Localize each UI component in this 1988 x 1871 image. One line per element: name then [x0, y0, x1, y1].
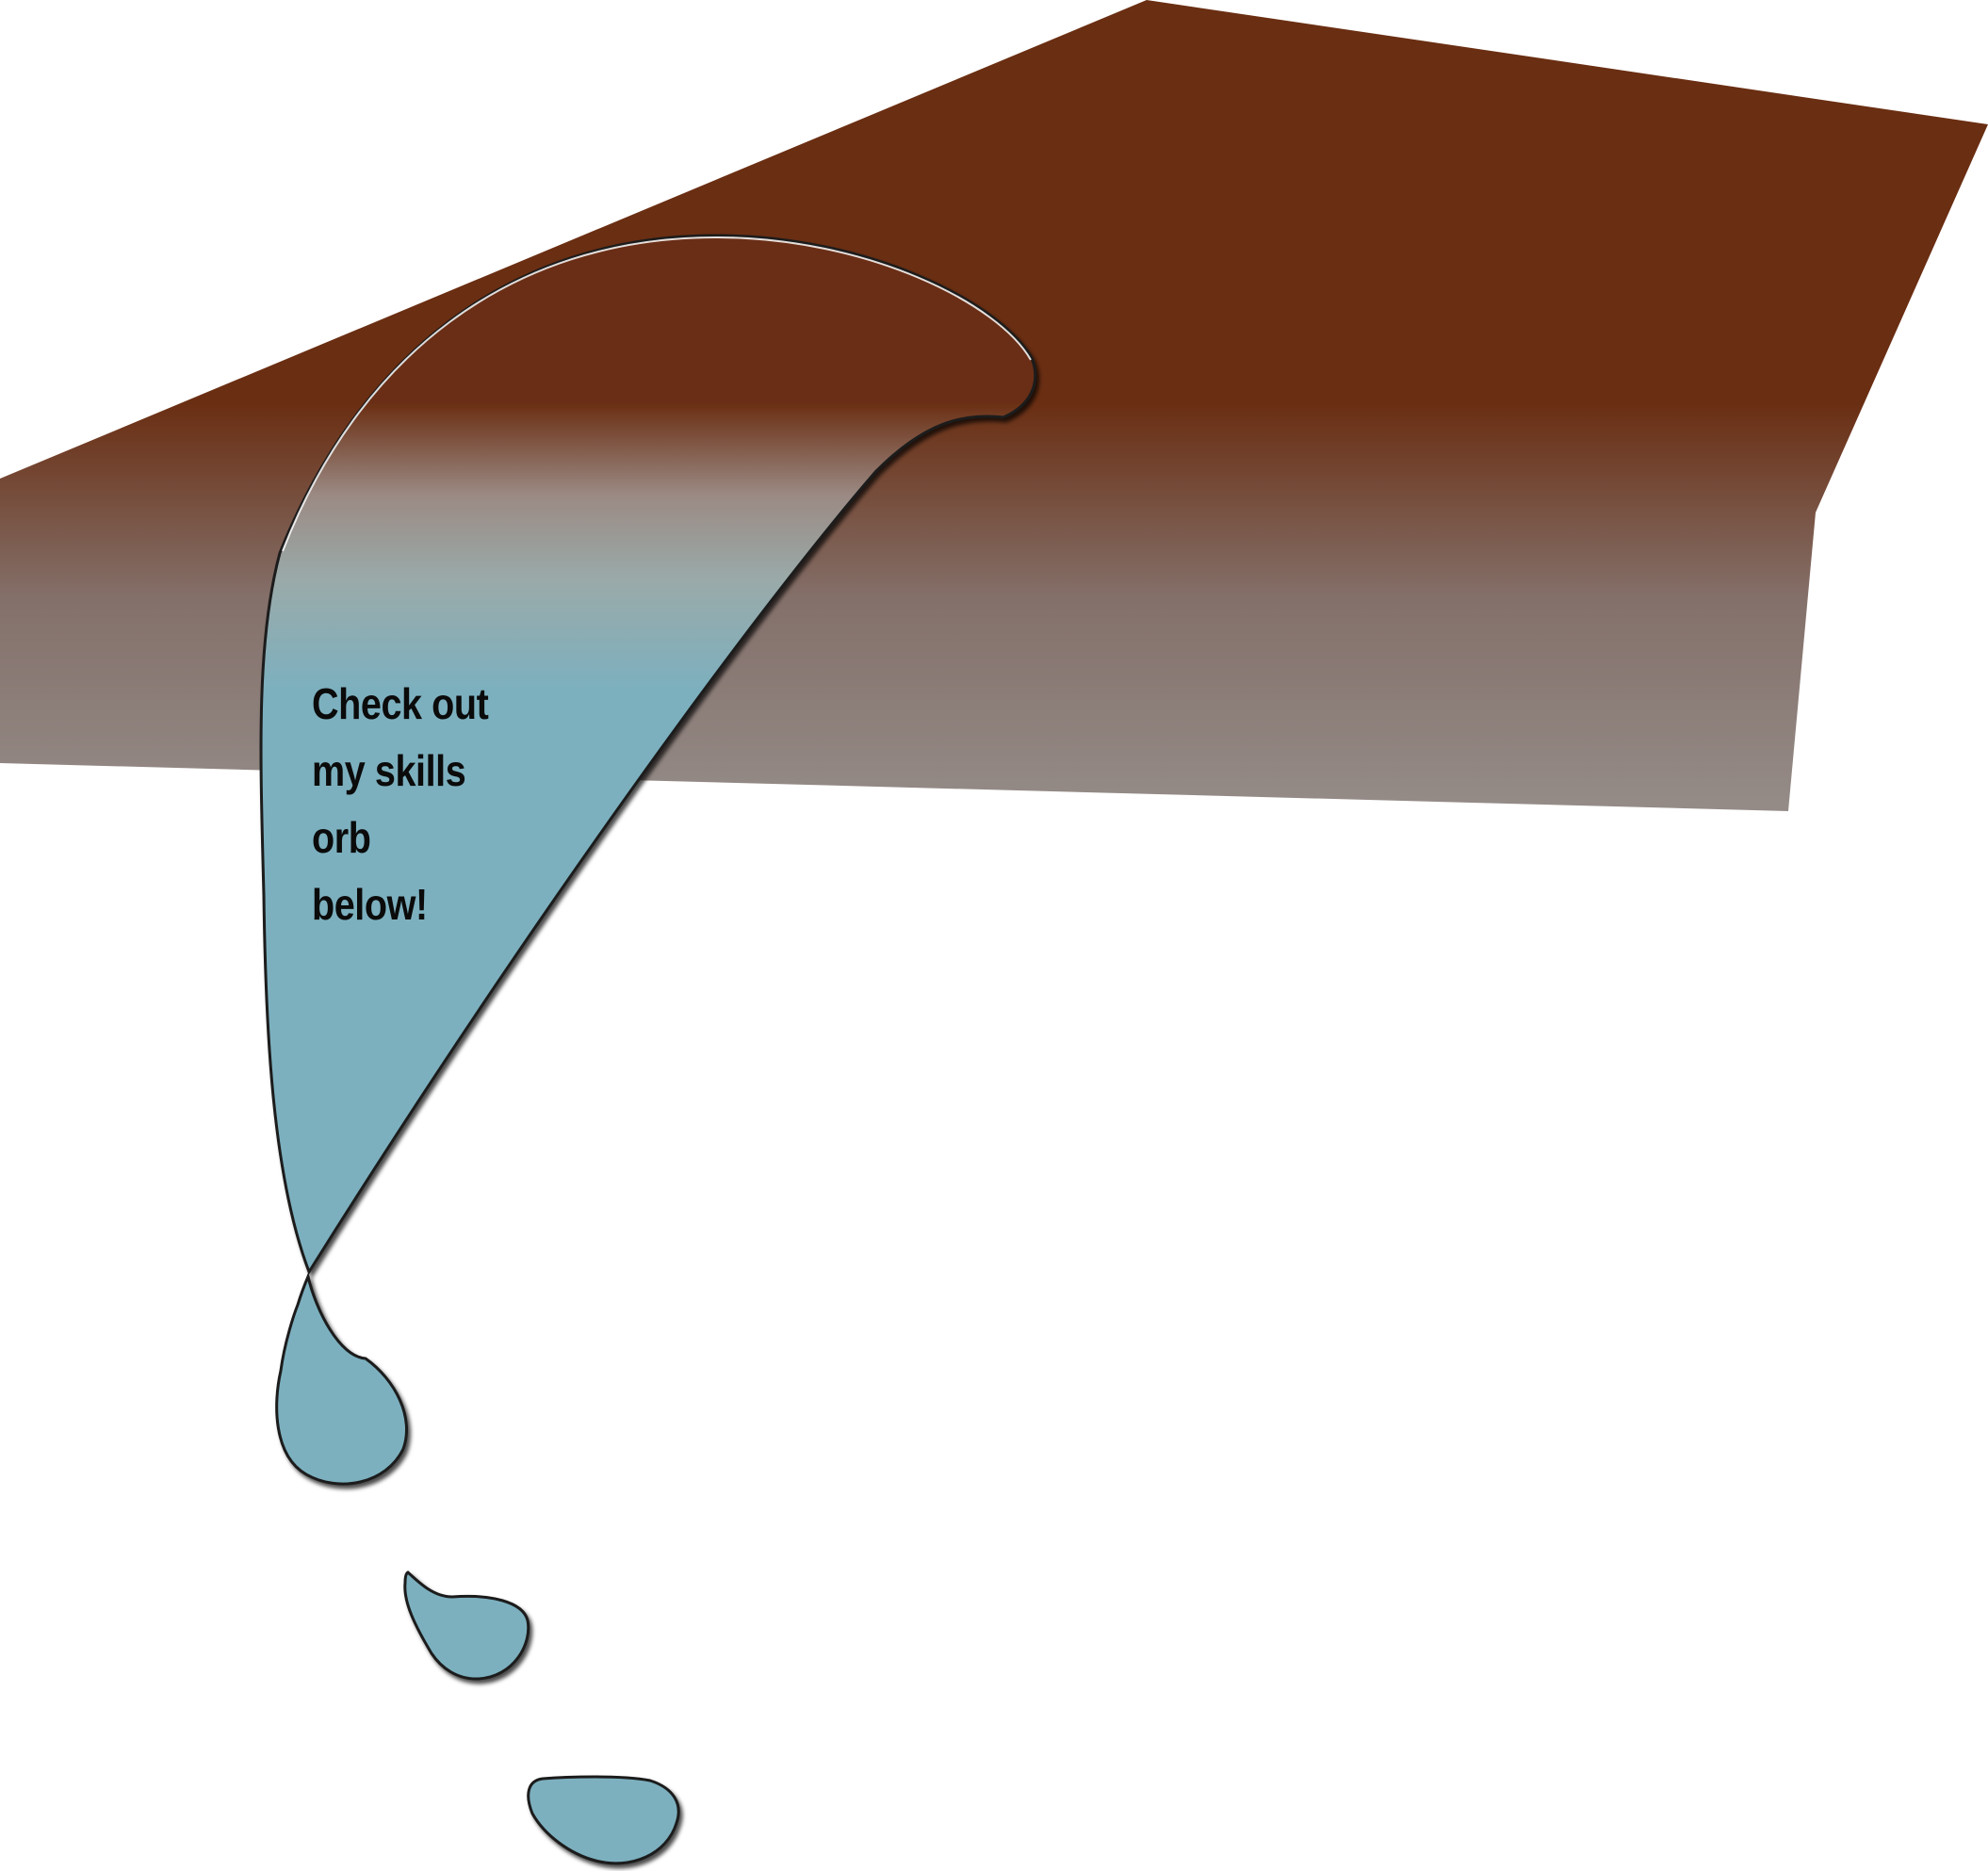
callout-text: Check out my skills orb below!	[312, 671, 523, 938]
droplet-small	[527, 1775, 680, 1865]
speech-bubble-highlight	[282, 236, 1032, 552]
callout-line-1: Check out	[312, 679, 489, 728]
callout-line-4: below!	[312, 880, 428, 929]
droplet-large	[275, 1272, 408, 1486]
callout-line-3: orb	[312, 813, 371, 862]
speech-bubble	[259, 234, 1037, 1276]
droplet-medium	[403, 1570, 530, 1681]
callout-line-2: my skills	[312, 746, 466, 795]
